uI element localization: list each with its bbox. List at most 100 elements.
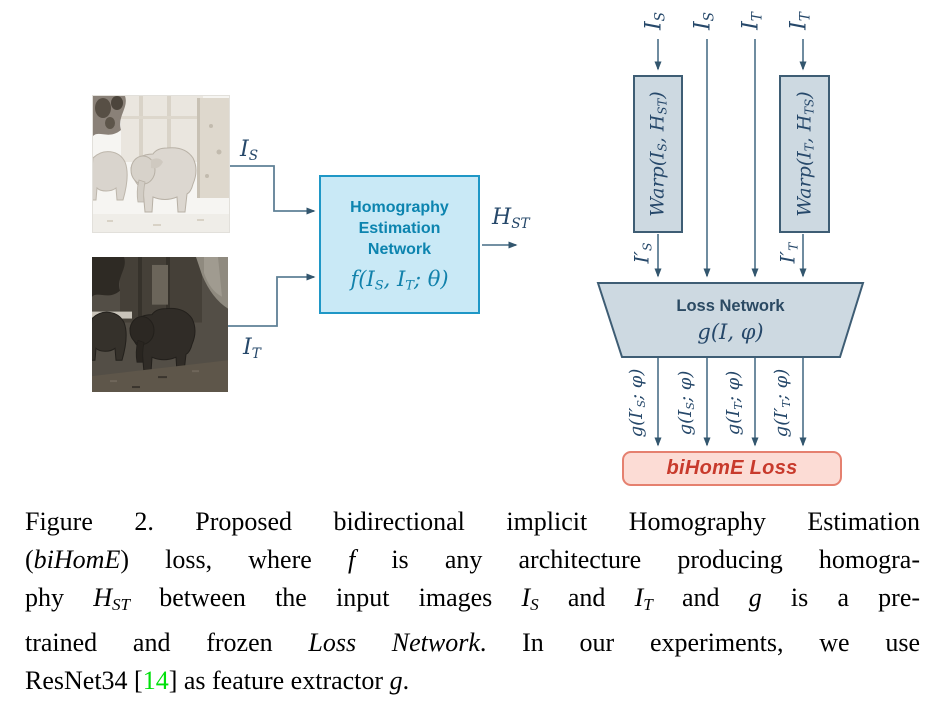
feature-label-1: g(I′S; φ) bbox=[626, 369, 648, 438]
target-image bbox=[92, 257, 228, 392]
text-segment: TS bbox=[802, 98, 817, 115]
text-segment: g( bbox=[722, 416, 744, 436]
feature-label-3: g(IT; φ) bbox=[723, 371, 745, 436]
warp-target-label: Warp(IT, HTS) bbox=[793, 91, 816, 216]
text-segment: T bbox=[780, 400, 794, 408]
text-segment: Figure 2. Proposed bidirectional implici… bbox=[25, 507, 920, 536]
text-segment: I bbox=[243, 335, 252, 360]
text-segment: S bbox=[684, 402, 698, 410]
bihome-loss-box: biHomE Loss bbox=[622, 451, 842, 486]
hen-title-line-2: Estimation bbox=[358, 220, 441, 238]
text-segment: I′ bbox=[629, 251, 654, 264]
hen-formula: f(IS, IT; θ) bbox=[350, 267, 448, 294]
text-segment: g bbox=[748, 583, 762, 612]
text-segment: I′ bbox=[625, 407, 647, 419]
text-segment: ) bbox=[792, 91, 815, 99]
text-segment: f bbox=[347, 545, 356, 574]
warped-source-label: I′S bbox=[629, 243, 654, 264]
text-segment: . In our experiments, we use bbox=[479, 627, 920, 657]
text-segment: ) bbox=[646, 91, 669, 99]
text-segment: I bbox=[396, 267, 406, 292]
text-segment: g(I, φ) bbox=[697, 319, 764, 344]
text-segment: ST bbox=[511, 215, 530, 232]
homography-estimation-network-box: Homography Estimation Network f(IS, IT; … bbox=[319, 175, 480, 314]
text-segment: is any architecture producing homogra- bbox=[355, 545, 920, 574]
text-segment: ; φ) bbox=[674, 370, 696, 403]
feature-label-2: g(IS; φ) bbox=[675, 371, 697, 436]
top-label-it-1: IT bbox=[739, 12, 766, 30]
text-segment: ] as feature extractor bbox=[168, 665, 390, 695]
text-segment: T bbox=[802, 143, 817, 152]
text-segment: . bbox=[402, 665, 410, 695]
text-segment: ; θ) bbox=[413, 267, 449, 292]
caption-line-5: ResNet34 [14] as feature extractor g. bbox=[25, 662, 920, 700]
text-segment: ( bbox=[25, 545, 34, 574]
text-segment: H bbox=[93, 583, 112, 612]
text-segment: biHomE bbox=[33, 545, 121, 574]
text-segment: I bbox=[786, 21, 812, 30]
text-segment: I bbox=[646, 151, 669, 159]
hen-title-line-1: Homography bbox=[350, 199, 449, 217]
arrow-target-to-hen bbox=[228, 273, 316, 327]
text-segment: ) loss, where bbox=[120, 545, 348, 574]
caption-line-3: phy HST between the input images IS and … bbox=[25, 579, 920, 624]
text-segment: S bbox=[248, 147, 259, 164]
text-segment: , bbox=[646, 131, 669, 144]
text-segment: Warp( bbox=[646, 158, 669, 217]
text-segment: T bbox=[785, 242, 801, 251]
loss-network-formula: g(I, φ) bbox=[697, 320, 763, 344]
text-segment: S bbox=[374, 278, 384, 294]
text-segment: Loss Network bbox=[308, 627, 480, 657]
warp-source-box: Warp(IS, HST) bbox=[633, 75, 683, 233]
top-label-is-2: IS bbox=[691, 12, 718, 30]
warped-target-label: I′T bbox=[775, 243, 800, 264]
text-segment: H bbox=[492, 205, 512, 230]
warp-source-label: Warp(IS, HST) bbox=[646, 91, 669, 216]
text-segment: ; φ) bbox=[722, 370, 744, 403]
source-image bbox=[92, 95, 230, 233]
bihome-loss-label: biHomE Loss bbox=[666, 457, 798, 479]
text-segment: g( bbox=[770, 418, 792, 438]
text-segment: T bbox=[749, 12, 766, 22]
text-segment: T bbox=[405, 278, 414, 294]
text-segment: and bbox=[652, 583, 749, 612]
hst-label: HST bbox=[492, 205, 530, 232]
text-segment: ST bbox=[111, 594, 131, 614]
citation-link[interactable]: 14 bbox=[142, 665, 169, 695]
text-segment: between the input images bbox=[130, 583, 522, 612]
text-segment: S bbox=[701, 11, 718, 22]
text-segment: , bbox=[792, 131, 815, 144]
text-segment: T bbox=[251, 345, 261, 362]
target-image-scene bbox=[92, 257, 228, 392]
caption-line-1: Figure 2. Proposed bidirectional implici… bbox=[25, 503, 920, 541]
text-segment: S bbox=[635, 400, 649, 408]
text-segment: I bbox=[674, 409, 696, 417]
text-segment: ST bbox=[655, 98, 670, 115]
text-segment: I bbox=[366, 267, 375, 292]
text-segment: Warp( bbox=[792, 158, 815, 217]
hen-title-line-3: Network bbox=[367, 241, 432, 259]
loss-network-trapezoid bbox=[596, 282, 865, 358]
text-segment: H bbox=[646, 114, 669, 132]
text-segment: f( bbox=[350, 267, 367, 292]
text-segment: T bbox=[797, 12, 814, 22]
top-label-is-1: IS bbox=[642, 12, 669, 30]
text-segment: I bbox=[722, 409, 744, 417]
text-segment: I bbox=[792, 151, 815, 159]
source-image-scene bbox=[93, 96, 229, 232]
text-segment: H bbox=[792, 114, 815, 132]
figure-caption: Figure 2. Proposed bidirectional implici… bbox=[25, 503, 920, 700]
text-segment: I bbox=[690, 21, 716, 31]
text-segment: and bbox=[538, 583, 635, 612]
arrow-source-to-hen bbox=[228, 165, 316, 215]
top-label-it-2: IT bbox=[787, 12, 814, 30]
text-segment: I bbox=[521, 583, 531, 612]
text-segment: S bbox=[652, 11, 669, 22]
text-segment: T bbox=[643, 594, 653, 614]
source-image-label: IS bbox=[240, 137, 258, 164]
text-segment: phy bbox=[25, 583, 94, 612]
text-segment: S bbox=[655, 143, 670, 152]
caption-line-2: (biHomE) loss, where f is any architectu… bbox=[25, 541, 920, 579]
text-segment: I bbox=[738, 21, 764, 30]
